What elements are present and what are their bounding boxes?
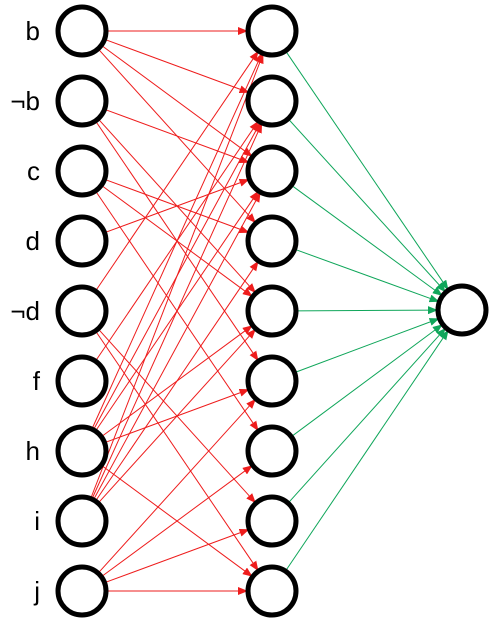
input-label: ¬d xyxy=(10,296,40,326)
input-label: h xyxy=(26,436,40,466)
edge-hidden-3-output xyxy=(294,248,440,303)
edge-hidden-2-output xyxy=(291,184,443,296)
input-label: b xyxy=(26,16,40,46)
input-label: c xyxy=(27,156,40,186)
hidden-node xyxy=(245,214,299,268)
input-node xyxy=(55,564,109,618)
hidden-node xyxy=(245,74,299,128)
edge-hidden-8-output xyxy=(285,329,449,572)
input-node xyxy=(55,494,109,548)
edge-input-4-hidden-8 xyxy=(95,330,259,572)
hidden-node xyxy=(245,494,299,548)
hidden-node xyxy=(245,354,299,408)
hidden-node xyxy=(245,144,299,198)
edge-input-4-hidden-0 xyxy=(95,50,259,292)
input-labels: b ¬b c d ¬d f h i j xyxy=(10,16,40,606)
edge-input-8-hidden-6 xyxy=(101,465,253,578)
edge-input-7-hidden-3 xyxy=(95,260,259,502)
nodes xyxy=(55,4,489,618)
edge-hidden-6-output xyxy=(290,324,443,438)
input-node xyxy=(55,214,109,268)
edge-input-8-hidden-7 xyxy=(104,529,250,584)
edge-input-7-hidden-1 xyxy=(91,122,263,500)
input-node xyxy=(55,424,109,478)
input-node xyxy=(55,144,109,198)
edge-hidden-4-output xyxy=(295,306,439,315)
input-label: d xyxy=(26,226,40,256)
hidden-node xyxy=(245,424,299,478)
edge-hidden-1-output xyxy=(287,118,446,293)
input-to-hidden-edges xyxy=(90,27,264,595)
edge-input-1-hidden-2 xyxy=(104,108,250,163)
input-label: ¬b xyxy=(10,86,40,116)
input-node xyxy=(55,284,109,338)
input-label: i xyxy=(34,506,40,536)
edge-input-6-hidden-0 xyxy=(91,52,263,430)
output-node xyxy=(435,283,489,337)
edge-input-7-hidden-0 xyxy=(90,53,264,499)
edge-input-8-hidden-5 xyxy=(97,398,256,574)
input-label: j xyxy=(33,576,40,606)
input-label: f xyxy=(33,366,41,396)
edge-hidden-7-output xyxy=(287,327,446,504)
edge-hidden-5-output xyxy=(294,318,440,374)
edge-input-0-hidden-1 xyxy=(104,38,250,93)
hidden-to-output-edges xyxy=(285,50,449,572)
edge-input-0-hidden-2 xyxy=(101,44,253,157)
input-node xyxy=(55,354,109,408)
hidden-node xyxy=(245,284,299,338)
hidden-node xyxy=(245,4,299,58)
edge-hidden-0-output xyxy=(285,50,449,291)
edge-input-7-hidden-2 xyxy=(93,192,261,501)
input-node xyxy=(55,74,109,128)
hidden-node xyxy=(245,564,299,618)
input-node xyxy=(55,4,109,58)
edge-input-7-hidden-4 xyxy=(97,328,256,504)
